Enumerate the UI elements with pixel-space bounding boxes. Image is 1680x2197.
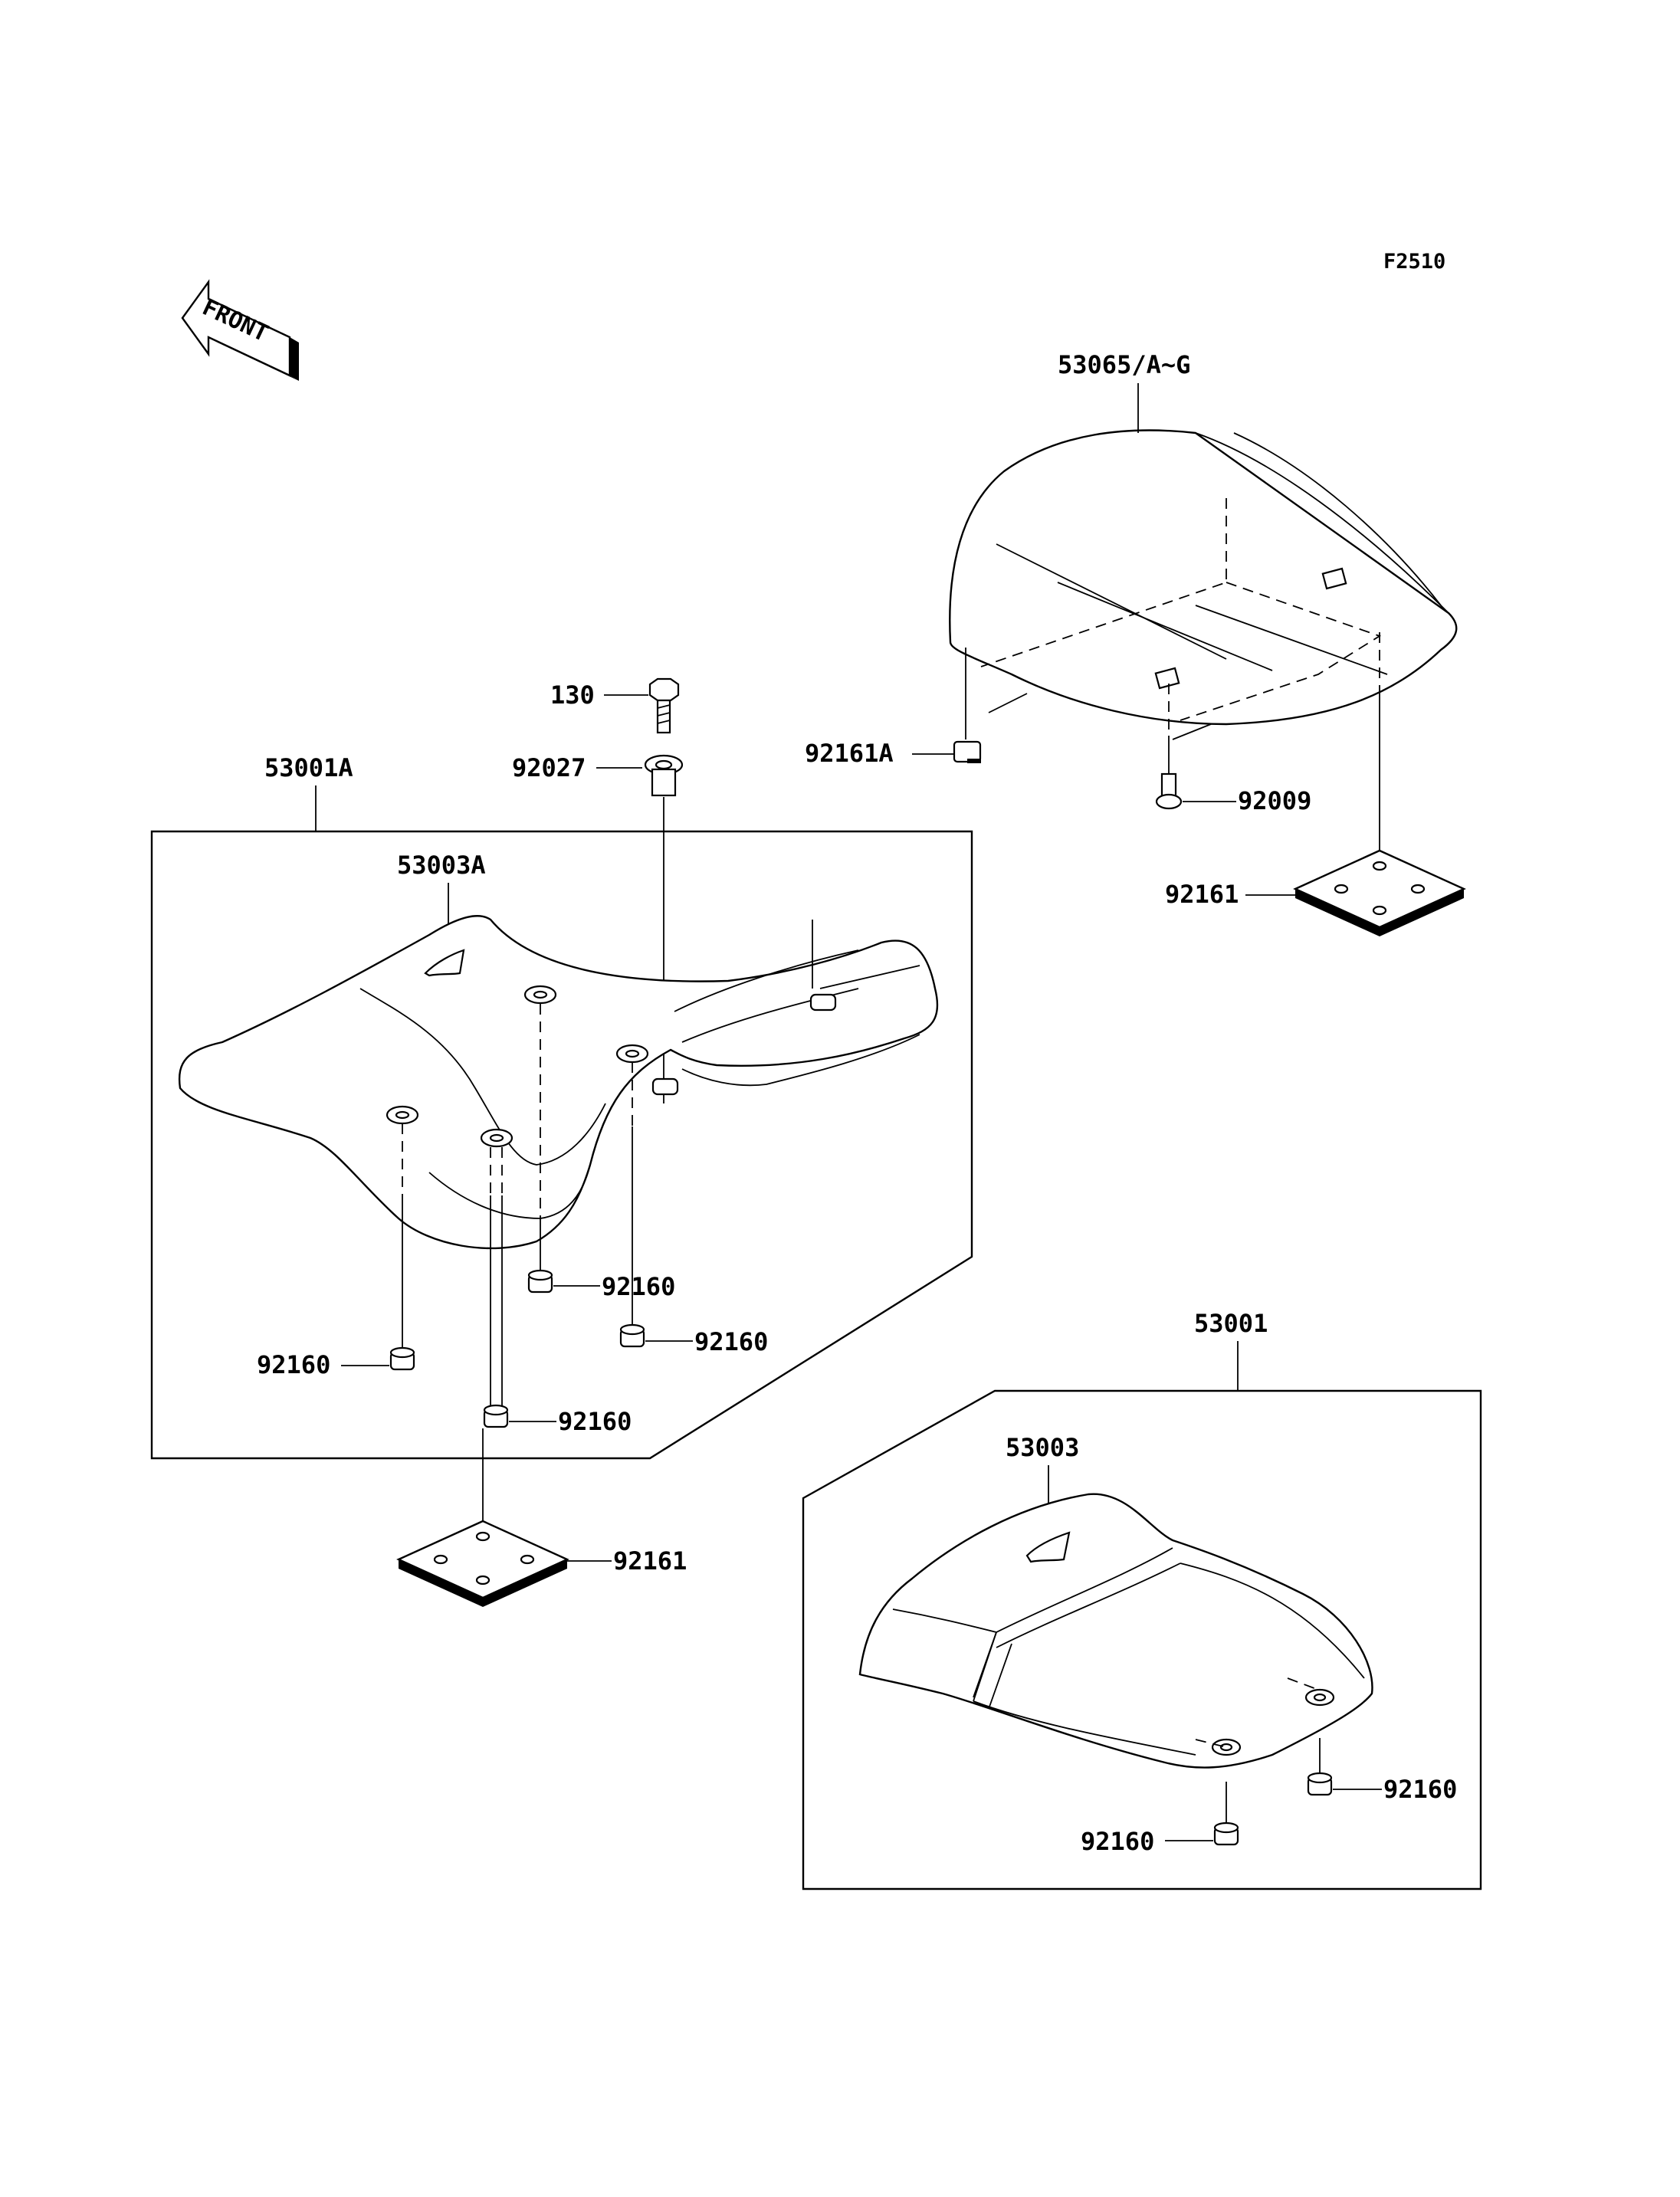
- grommet-6-part: [1213, 1822, 1239, 1846]
- seat-drawing: [858, 1493, 1373, 1769]
- label-damper-plate-left: 92161: [613, 1546, 687, 1576]
- label-grommet-4: 92160: [558, 1407, 632, 1436]
- label-seat: 53003: [1006, 1433, 1079, 1462]
- collar-part: [644, 754, 684, 797]
- label-damper-a: 92161A: [805, 739, 894, 768]
- label-grommet-5: 92160: [1383, 1775, 1457, 1804]
- label-seat-a: 53003A: [397, 851, 486, 880]
- seat-a-drawing: [178, 914, 939, 1250]
- label-seat-assembly-a: 53001A: [264, 753, 353, 782]
- label-grommet-2: 92160: [694, 1327, 768, 1356]
- label-grommet-6: 92160: [1081, 1827, 1154, 1856]
- damper-plate-left-part: [396, 1520, 569, 1607]
- seat-assembly-frame: [802, 1389, 1482, 1890]
- grommet-4-part: [483, 1404, 509, 1428]
- label-seat-assembly: 53001: [1194, 1309, 1268, 1338]
- label-screw: 92009: [1238, 786, 1311, 815]
- seat-cover-drawing: [949, 429, 1458, 740]
- label-grommet-3: 92160: [257, 1350, 330, 1379]
- damper-a-part: [953, 648, 982, 763]
- seat-assembly-a-frame: [150, 830, 973, 1460]
- label-grommet-1: 92160: [602, 1272, 675, 1301]
- grommet-2-part: [619, 1323, 645, 1348]
- front-arrow-icon: FRONT: [181, 279, 299, 381]
- grommet-3-part: [389, 1346, 415, 1371]
- grommet-5-part: [1307, 1772, 1333, 1796]
- grommet-1-part: [527, 1269, 553, 1294]
- diagram-code: F2510: [1383, 250, 1445, 274]
- screw-part: [1155, 684, 1183, 810]
- label-seat-cover: 53065/A~G: [1058, 350, 1190, 379]
- bolt-part: [648, 677, 680, 734]
- label-collar: 92027: [512, 753, 586, 782]
- label-bolt: 130: [550, 680, 595, 710]
- label-damper-plate-right: 92161: [1165, 880, 1239, 909]
- damper-plate-right-part: [1293, 632, 1466, 936]
